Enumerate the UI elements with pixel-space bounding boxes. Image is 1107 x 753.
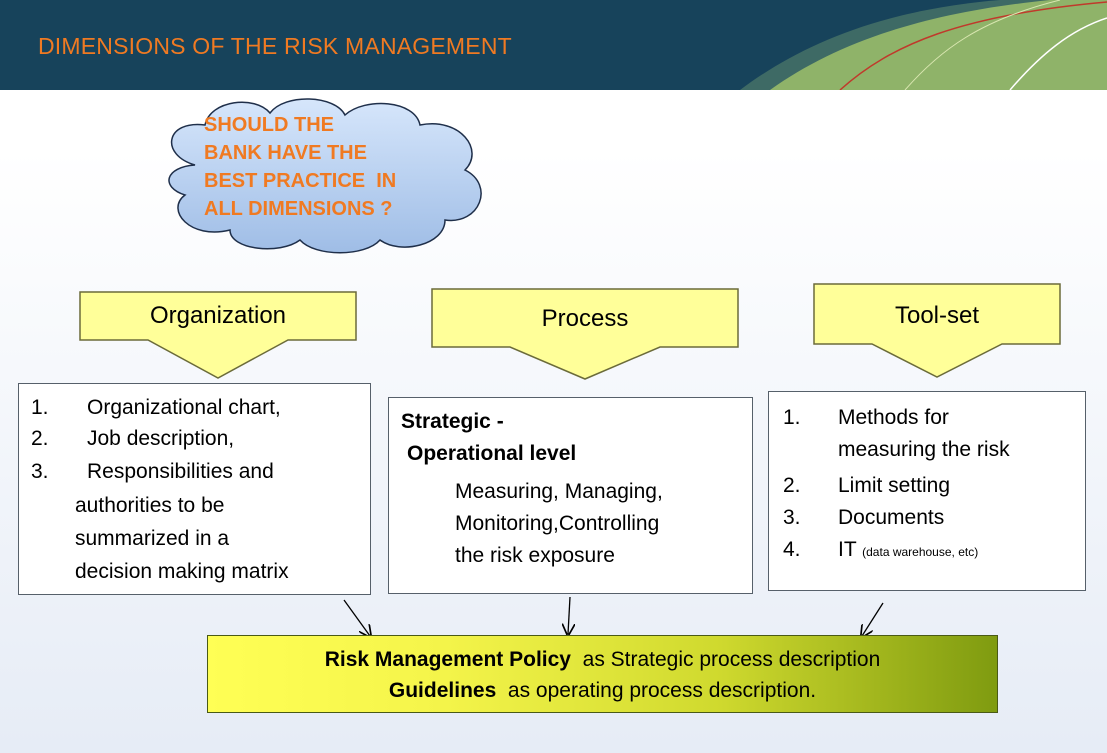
process-body-line: Measuring, Managing,	[455, 480, 663, 503]
process-heading-strategic: Strategic -	[401, 410, 504, 433]
toolset-panel: 1. Methods for measuring the risk 2. Lim…	[768, 391, 1086, 591]
list-number: 4.	[783, 538, 801, 561]
process-arrow: Process	[430, 287, 740, 382]
cloud-line: BEST PRACTICE IN	[204, 170, 397, 192]
cloud-line: SHOULD THE	[204, 114, 334, 136]
organization-arrow: Organization	[78, 290, 358, 380]
list-text: Organizational chart,	[87, 396, 281, 419]
list-text: Methods for	[838, 406, 949, 429]
organization-label: Organization	[149, 302, 287, 329]
list-text-continued: decision making matrix	[75, 560, 289, 583]
guidelines-description: as operating process description.	[496, 679, 817, 702]
risk-policy-box: Risk Management Policy as Strategic proc…	[207, 635, 998, 713]
policy-line-1: Risk Management Policy as Strategic proc…	[208, 648, 997, 672]
cloud-callout	[168, 98, 482, 254]
policy-description: as Strategic process description	[570, 648, 881, 671]
list-text: Job description,	[87, 427, 235, 450]
list-text-continued: authorities to be	[75, 494, 225, 517]
process-body-line: Monitoring,Controlling	[455, 512, 660, 535]
list-text: Responsibilities and	[87, 460, 274, 483]
process-panel: Strategic - Operational level Measuring,…	[388, 397, 753, 594]
slide-header: DIMENSIONS OF THE RISK MANAGEMENT	[0, 0, 1107, 90]
list-number: 1.	[783, 406, 801, 429]
policy-line-2: Guidelines as operating process descript…	[208, 679, 997, 703]
cloud-line: ALL DIMENSIONS ?	[204, 198, 393, 220]
list-text-continued: measuring the risk	[838, 438, 1010, 461]
connector-arrow-toolset	[862, 602, 884, 636]
process-label: Process	[541, 305, 629, 332]
process-heading-operational: Operational level	[407, 442, 577, 465]
header-swoosh-graphic	[740, 0, 1107, 90]
list-number: 1.	[31, 396, 49, 419]
guidelines-title: Guidelines	[388, 679, 497, 702]
list-text: Limit setting	[838, 474, 951, 497]
list-number: 3.	[783, 506, 801, 529]
policy-title: Risk Management Policy	[324, 648, 571, 671]
organization-panel: 1. Organizational chart, 2. Job descript…	[18, 383, 371, 595]
cloud-line: BANK HAVE THE	[204, 142, 367, 164]
list-text: Documents	[838, 506, 945, 529]
list-number: 3.	[31, 460, 49, 483]
it-note: (data warehouse, etc)	[862, 545, 979, 559]
toolset-arrow: Tool-set	[812, 282, 1062, 380]
list-number: 2.	[783, 474, 801, 497]
process-body-line: the risk exposure	[455, 544, 615, 567]
list-text: IT (data warehouse, etc)	[838, 538, 978, 562]
list-number: 2.	[31, 427, 49, 450]
cloud-question-text: SHOULD THE BANK HAVE THE BEST PRACTICE I…	[204, 111, 464, 223]
slide-title: DIMENSIONS OF THE RISK MANAGEMENT	[38, 33, 512, 59]
connector-arrow-process	[568, 596, 570, 634]
it-label: IT	[838, 538, 857, 561]
toolset-label: Tool-set	[894, 302, 980, 329]
list-text-continued: summarized in a	[75, 527, 230, 550]
connector-arrow-organization	[343, 599, 370, 636]
